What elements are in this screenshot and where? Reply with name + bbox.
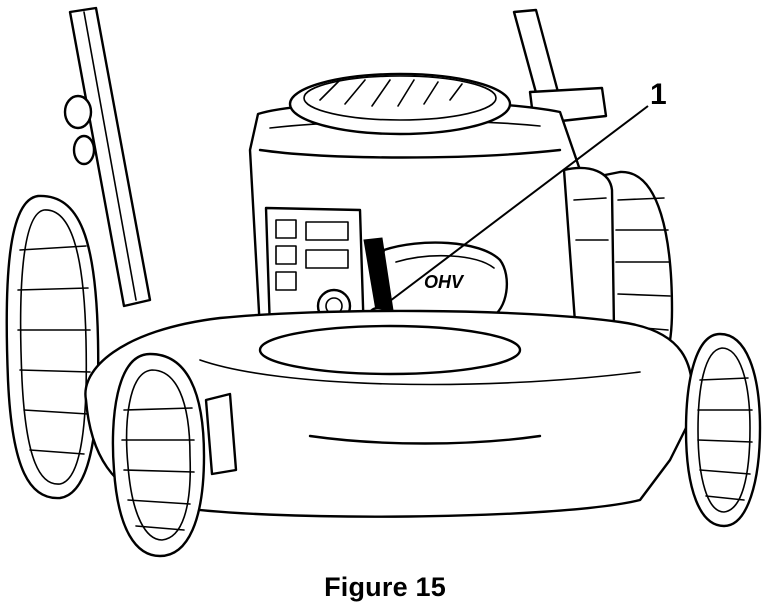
callout-label-1: 1: [650, 78, 667, 111]
lawn-mower-illustration: OHV 1: [5, 6, 762, 558]
starter-cover: [288, 72, 512, 136]
rear-left-wheel: [5, 194, 100, 500]
callout-leader-line: [385, 105, 649, 305]
front-left-wheel: [111, 352, 206, 558]
engine-shroud-right: [562, 166, 616, 338]
height-adjust-lever: [204, 392, 238, 476]
front-right-wheel: [684, 332, 762, 528]
ohv-badge: OHV: [424, 272, 465, 292]
mower-deck: [84, 309, 694, 518]
figure-caption: Figure 15: [324, 572, 446, 602]
handle-left: [63, 6, 152, 308]
